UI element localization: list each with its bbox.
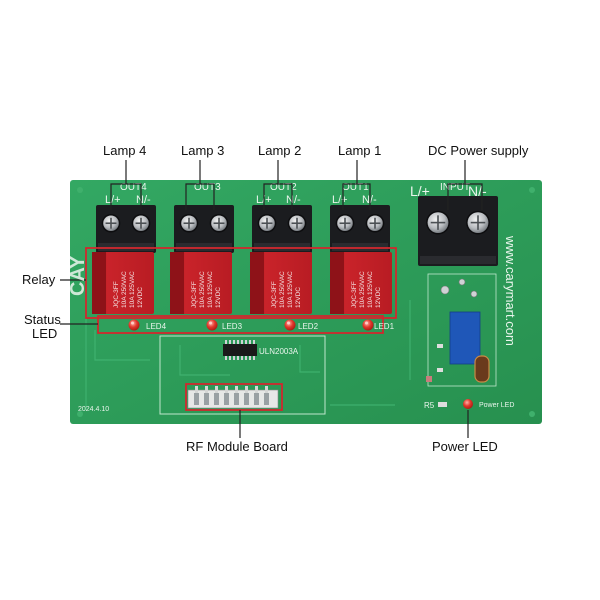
- relay-spec-text: 10A 250VAC: [199, 271, 206, 308]
- silk-led2: LED2: [298, 322, 319, 331]
- status-led-label-line2: LED: [32, 326, 58, 341]
- screw-icon: [209, 213, 229, 233]
- status-led-label-line1: Status: [24, 312, 61, 327]
- lamp-callout-lines: [110, 160, 483, 210]
- relay-spec-text: JQC-3FF: [191, 281, 198, 308]
- terminal-block-out1: [330, 205, 390, 253]
- silk-date: 2024.4.10: [78, 406, 109, 413]
- relay-highlight-box: [85, 247, 397, 319]
- power-module: [426, 273, 497, 387]
- screw-icon: [101, 213, 121, 233]
- silk-n-minus-in: N/-: [468, 183, 487, 199]
- screw-icon: [179, 213, 199, 233]
- r5-resistor: [438, 402, 447, 407]
- screw-icon: [335, 213, 355, 233]
- relay-spec-text: 10A 125VAC: [207, 271, 214, 308]
- lamp4-label: Lamp 4: [103, 143, 147, 158]
- rf-module-outline: [159, 335, 326, 415]
- terminal-block-out2: [252, 205, 312, 253]
- power-led-component: [463, 399, 473, 409]
- lamp1-label: Lamp 1: [338, 143, 382, 158]
- relay-spec-text: JQC-3FF: [351, 281, 358, 308]
- relay-spec-text: 12VDC: [295, 287, 302, 308]
- silk-out1: OUT1: [342, 182, 369, 193]
- relay-spec-text: 12VDC: [137, 287, 144, 308]
- terminal-block-out3: [174, 205, 234, 253]
- silk-out4: OUT4: [120, 182, 147, 193]
- uln2003a-ic: [223, 340, 257, 360]
- silk-out3: OUT3: [194, 182, 221, 193]
- silk-led3: LED3: [222, 322, 243, 331]
- silk-n-minus-4: N/-: [136, 194, 151, 206]
- rf-module-header: [187, 386, 279, 409]
- silk-logo: CAY: [67, 255, 89, 296]
- silk-ic-label: ULN2003A: [259, 347, 299, 356]
- status-led-2: [284, 319, 296, 331]
- silk-n-minus-2: N/-: [286, 194, 301, 206]
- screw-icon: [257, 213, 277, 233]
- relay-spec-text: 10A 250VAC: [279, 271, 286, 308]
- relay-spec-text: JQC-3FF: [271, 281, 278, 308]
- lamp2-label: Lamp 2: [258, 143, 302, 158]
- status-led-4: [128, 319, 140, 331]
- silk-led1: LED1: [374, 322, 395, 331]
- lamp3-label: Lamp 3: [181, 143, 225, 158]
- silk-led4: LED4: [146, 322, 167, 331]
- relay-spec-text: 12VDC: [375, 287, 382, 308]
- silk-website: www.carymart.com: [503, 235, 518, 346]
- silk-l-plus-in: L/+: [410, 183, 430, 199]
- relay-spec-text: 10A 250VAC: [121, 271, 128, 308]
- screw-icon: [131, 213, 151, 233]
- rf-module-highlight-box: [185, 383, 283, 411]
- status-led-1: [362, 319, 374, 331]
- silk-l-plus-4: L/+: [105, 194, 121, 206]
- screw-icon: [287, 213, 307, 233]
- silk-input: INPUT: [440, 182, 470, 193]
- relay-spec-text: 10A 250VAC: [359, 271, 366, 308]
- relay-spec-text: 10A 125VAC: [129, 271, 136, 308]
- relay-spec-text: 10A 125VAC: [287, 271, 294, 308]
- power-led-label: Power LED: [432, 439, 498, 454]
- screw-icon: [466, 210, 490, 235]
- silk-out2: OUT2: [270, 182, 297, 193]
- terminal-block-input: [418, 196, 498, 266]
- screw-icon: [426, 210, 450, 235]
- dc-power-supply-label: DC Power supply: [428, 143, 529, 158]
- relay-spec-text: JQC-3FF: [113, 281, 120, 308]
- status-led-3: [206, 319, 218, 331]
- screw-icon: [365, 213, 385, 233]
- rf-module-board-label: RF Module Board: [186, 439, 288, 454]
- terminal-block-out4: [96, 205, 156, 253]
- mounting-holes: [77, 187, 535, 417]
- silk-power-led: Power LED: [479, 402, 514, 409]
- relay-spec-text: 10A 125VAC: [367, 271, 374, 308]
- silk-l-plus-1: L/+: [332, 194, 348, 206]
- silk-r5: R5: [424, 401, 435, 410]
- relay-spec-text: 12VDC: [215, 287, 222, 308]
- relay-label: Relay: [22, 272, 56, 287]
